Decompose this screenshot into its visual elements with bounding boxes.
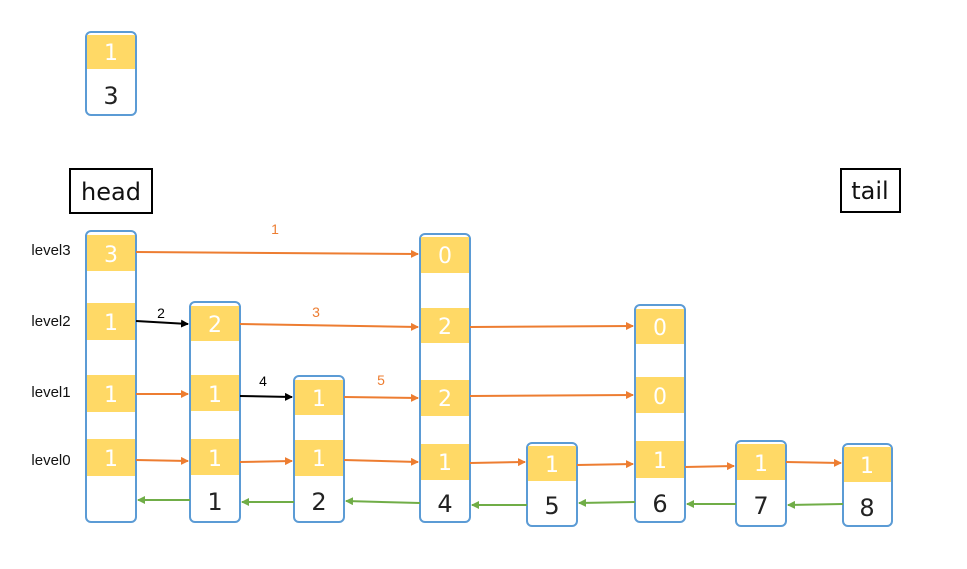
backward-arrow-8 <box>787 500 844 509</box>
forward-arrow-1-level2 <box>239 322 419 331</box>
node-4-cell-level2 <box>421 308 469 343</box>
span-label-2-to-4: 5 <box>377 372 385 388</box>
tail-label: tail <box>840 168 901 213</box>
node-2-span-level1: 1 <box>312 387 326 412</box>
forward-arrow-head-level3 <box>135 249 419 258</box>
highlight-arrow-head-level2 <box>135 319 189 328</box>
node-4-span-level2: 2 <box>438 315 452 340</box>
node-1-cell-level0 <box>191 439 239 475</box>
level-label-0: level0 <box>31 452 70 469</box>
node-6-span-level1: 0 <box>653 385 667 410</box>
node-1-span-level2: 2 <box>208 313 222 338</box>
head-span-level3: 3 <box>104 243 118 268</box>
node-7: 1 7 <box>735 440 787 527</box>
node-7-cell-level0 <box>737 444 785 480</box>
forward-arrow-4-level2 <box>469 322 634 331</box>
node-5: 1 5 <box>526 442 578 527</box>
node-1-span-level1: 1 <box>208 383 222 408</box>
head-label-box <box>69 168 153 214</box>
node-2-cell-level0 <box>295 440 343 476</box>
forward-arrow-7-level0 <box>785 458 842 467</box>
node-6-cell-level0 <box>636 441 684 478</box>
node-1-span-level0: 1 <box>208 447 222 472</box>
node-2: 1 1 2 <box>293 375 345 523</box>
node-4-span-level1: 2 <box>438 387 452 412</box>
legend-element-text: 3 <box>103 82 118 110</box>
backward-arrow-4 <box>345 497 421 506</box>
node-6-cell-level1 <box>636 377 684 413</box>
forward-arrow-4-level1 <box>469 391 634 400</box>
head-span-level2: 1 <box>104 311 118 336</box>
node-1: 2 1 1 1 <box>189 301 241 523</box>
span-label-head-to-1: 2 <box>157 305 165 321</box>
head-label: head <box>69 168 153 214</box>
node-1-cell-level2 <box>191 306 239 341</box>
head-cell-level1 <box>87 375 135 412</box>
tail-label-text: tail <box>851 177 888 205</box>
node-5-value: 5 <box>544 492 559 520</box>
node-6-span-level2: 0 <box>653 316 667 341</box>
node-6-cell-level2 <box>636 309 684 344</box>
tail-label-box <box>840 168 901 213</box>
level-label-2: level2 <box>31 313 70 330</box>
backward-arrow-6 <box>578 498 636 507</box>
forward-arrow-4-level0 <box>469 458 526 467</box>
node-4-cell-level3 <box>421 237 469 273</box>
node-6: 0 0 1 6 <box>634 304 686 523</box>
head-span-level0: 1 <box>104 447 118 472</box>
legend-span-cell <box>87 35 135 69</box>
node-2-value: 2 <box>311 488 326 516</box>
forward-arrow-head-level0 <box>135 456 189 465</box>
node-8-span-level0: 1 <box>860 454 874 479</box>
node-6-span-level0: 1 <box>653 449 667 474</box>
node-4-cell-level1 <box>421 380 469 416</box>
level-label-1: level1 <box>31 384 70 401</box>
span-label-head-to-4: 1 <box>271 221 279 237</box>
head-cell-level3 <box>87 235 135 271</box>
node-8: 1 8 <box>842 443 893 527</box>
head-cell-level0 <box>87 439 135 476</box>
head-cell-level2 <box>87 303 135 340</box>
node-4: 0 2 2 1 4 <box>419 233 471 523</box>
level-label-3: level3 <box>31 242 70 259</box>
node-7-span-level0: 1 <box>754 452 768 477</box>
legend-node: 1 3 <box>85 31 137 116</box>
head-span-level1: 1 <box>104 383 118 408</box>
node-2-cell-level1 <box>295 380 343 415</box>
node-8-cell-level0 <box>844 447 891 482</box>
forward-pointers <box>135 249 842 471</box>
highlight-arrow-1-level1 <box>239 392 293 401</box>
legend-span-text: 1 <box>104 41 118 66</box>
head-node: 3 1 1 1 <box>85 230 137 523</box>
node-7-value: 7 <box>753 492 768 520</box>
forward-arrow-6-level0 <box>684 462 735 471</box>
forward-arrow-2-level1 <box>343 393 419 402</box>
forward-arrow-5-level0 <box>576 460 634 469</box>
node-4-span-level0: 1 <box>438 451 452 476</box>
backward-pointers <box>137 496 844 509</box>
node-2-span-level0: 1 <box>312 447 326 472</box>
highlight-pointers <box>135 319 293 401</box>
head-label-text: head <box>81 178 141 206</box>
node-1-value: 1 <box>207 488 222 516</box>
span-label-1-to-2: 4 <box>259 373 267 389</box>
node-6-value: 6 <box>652 490 667 518</box>
node-1-cell-level1 <box>191 375 239 411</box>
node-8-value: 8 <box>859 494 874 522</box>
span-label-1-to-4: 3 <box>312 304 320 320</box>
node-4-cell-level0 <box>421 444 469 480</box>
node-5-span-level0: 1 <box>545 453 559 478</box>
node-4-span-level3: 0 <box>438 244 452 269</box>
node-5-cell-level0 <box>528 446 576 481</box>
forward-arrow-2-level0 <box>343 457 419 466</box>
forward-arrow-1-level0 <box>239 457 293 466</box>
node-4-value: 4 <box>437 490 452 518</box>
